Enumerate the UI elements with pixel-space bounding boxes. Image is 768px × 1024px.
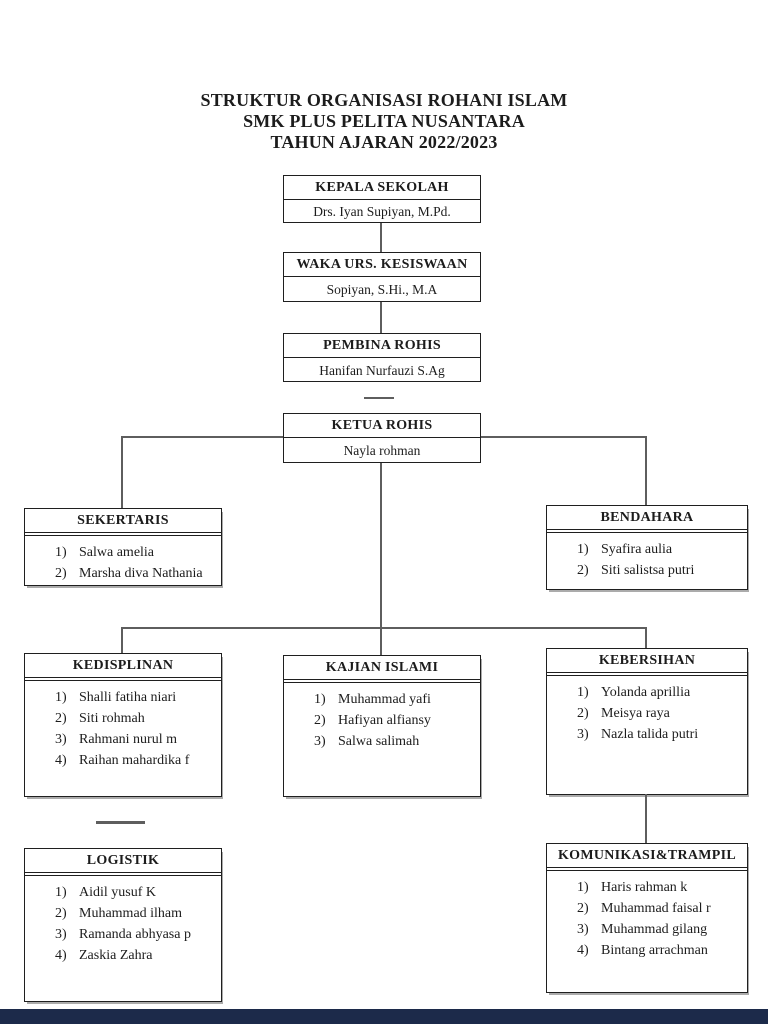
member-item: Zaskia Zahra bbox=[55, 945, 153, 966]
member-item: Hafiyan alfiansy bbox=[314, 710, 431, 731]
member-item: Ramanda abhyasa p bbox=[55, 924, 191, 945]
org-box-ketua-rohis: KETUA ROHIS Nayla rohman bbox=[283, 413, 481, 463]
member-list: Syafira aulia Siti salistsa putri bbox=[547, 539, 747, 581]
connector-down-kebersihan bbox=[645, 627, 647, 648]
connector-down-kajian bbox=[380, 627, 382, 655]
member-item: Marsha diva Nathania bbox=[55, 563, 203, 584]
member-item: Muhammad ilham bbox=[55, 903, 183, 924]
member-list: Aidil yusuf K Muhammad ilham Ramanda abh… bbox=[25, 882, 221, 966]
member-list: Salwa amelia Marsha diva Nathania bbox=[25, 542, 221, 584]
org-box-title: KOMUNIKASI&TRAMPIL bbox=[547, 844, 747, 871]
org-box-komunikasi-trampil: KOMUNIKASI&TRAMPIL Haris rahman k Muhamm… bbox=[546, 843, 748, 993]
connector-down-bendahara bbox=[645, 436, 647, 505]
org-box-person: Nayla rohman bbox=[343, 443, 421, 458]
org-box-title: WAKA URS. KESISWAAN bbox=[284, 253, 480, 277]
member-item: Aidil yusuf K bbox=[55, 882, 156, 903]
org-box-title: KEBERSIHAN bbox=[547, 649, 747, 676]
member-item: Salwa salimah bbox=[314, 731, 420, 752]
member-list: Yolanda aprillia Meisya raya Nazla talid… bbox=[547, 682, 747, 745]
connector-dash-logistik bbox=[96, 821, 145, 824]
org-box-sekertaris: SEKERTARIS Salwa amelia Marsha diva Nath… bbox=[24, 508, 222, 586]
org-box-title: KETUA ROHIS bbox=[284, 414, 480, 438]
connector-down-kedisplinan bbox=[121, 627, 123, 653]
member-item: Siti rohmah bbox=[55, 708, 145, 729]
member-item: Bintang arrachman bbox=[577, 940, 708, 961]
member-item: Rahmani nurul m bbox=[55, 729, 177, 750]
title-line-3: TAHUN AJARAN 2022/2023 bbox=[270, 132, 498, 152]
member-item: Meisya raya bbox=[577, 703, 670, 724]
member-item: Raihan mahardika f bbox=[55, 750, 190, 771]
org-box-pembina-rohis: PEMBINA ROHIS Hanifan Nurfauzi S.Ag bbox=[283, 333, 481, 382]
org-box-kedisplinan: KEDISPLINAN Shalli fatiha niari Siti roh… bbox=[24, 653, 222, 797]
member-item: Shalli fatiha niari bbox=[55, 687, 177, 708]
org-box-person: Drs. Iyan Supiyan, M.Pd. bbox=[313, 204, 451, 219]
member-item: Haris rahman k bbox=[577, 877, 688, 898]
org-box-bendahara: BENDAHARA Syafira aulia Siti salistsa pu… bbox=[546, 505, 748, 590]
connector-dash-pembina-ketua bbox=[364, 397, 394, 399]
member-item: Muhammad faisal r bbox=[577, 898, 711, 919]
member-item: Yolanda aprillia bbox=[577, 682, 691, 703]
org-box-title: BENDAHARA bbox=[547, 506, 747, 533]
member-list: Haris rahman k Muhammad faisal r Muhamma… bbox=[547, 877, 747, 961]
connector-kebersihan-komunikasi bbox=[645, 794, 647, 843]
member-item: Muhammad yafi bbox=[314, 689, 431, 710]
member-item: Muhammad gilang bbox=[577, 919, 708, 940]
connector-ketua-left-horizontal bbox=[122, 436, 283, 438]
org-box-title: KEDISPLINAN bbox=[25, 654, 221, 681]
title-line-2: SMK PLUS PELITA NUSANTARA bbox=[243, 111, 525, 131]
org-box-title: KAJIAN ISLAMI bbox=[284, 656, 480, 683]
connector-waka-pembina bbox=[380, 302, 382, 333]
member-list: Muhammad yafi Hafiyan alfiansy Salwa sal… bbox=[284, 689, 480, 752]
member-item: Salwa amelia bbox=[55, 542, 155, 563]
title-line-1: STRUKTUR ORGANISASI ROHANI ISLAM bbox=[200, 90, 568, 110]
org-box-title: LOGISTIK bbox=[25, 849, 221, 876]
member-item: Nazla talida putri bbox=[577, 724, 699, 745]
org-box-kepala-sekolah: KEPALA SEKOLAH Drs. Iyan Supiyan, M.Pd. bbox=[283, 175, 481, 223]
connector-row2-horizontal bbox=[121, 627, 647, 629]
org-box-waka-kesiswaan: WAKA URS. KESISWAAN Sopiyan, S.Hi., M.A bbox=[283, 252, 481, 302]
connector-ketua-right-horizontal bbox=[481, 436, 647, 438]
org-box-kebersihan: KEBERSIHAN Yolanda aprillia Meisya raya … bbox=[546, 648, 748, 795]
viewer-footer-bar bbox=[0, 1009, 768, 1024]
org-box-person: Sopiyan, S.Hi., M.A bbox=[326, 282, 438, 297]
connector-kepala-waka bbox=[380, 223, 382, 252]
connector-down-sekertaris bbox=[121, 436, 123, 508]
org-box-title: KEPALA SEKOLAH bbox=[284, 176, 480, 200]
member-item: Syafira aulia bbox=[577, 539, 673, 560]
org-box-person: Hanifan Nurfauzi S.Ag bbox=[319, 363, 445, 378]
page-title: STRUKTUR ORGANISASI ROHANI ISLAM SMK PLU… bbox=[0, 90, 768, 153]
member-list: Shalli fatiha niari Siti rohmah Rahmani … bbox=[25, 687, 221, 771]
org-box-title: PEMBINA ROHIS bbox=[284, 334, 480, 358]
org-box-title: SEKERTARIS bbox=[25, 509, 221, 536]
org-box-kajian-islami: KAJIAN ISLAMI Muhammad yafi Hafiyan alfi… bbox=[283, 655, 481, 797]
member-item: Siti salistsa putri bbox=[577, 560, 695, 581]
org-box-logistik: LOGISTIK Aidil yusuf K Muhammad ilham Ra… bbox=[24, 848, 222, 1002]
connector-ketua-down bbox=[380, 463, 382, 629]
